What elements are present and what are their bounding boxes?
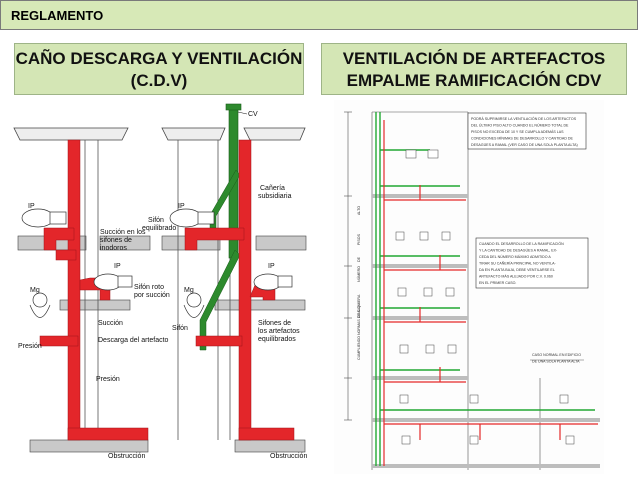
- vertical-label-0: ALTO: [357, 206, 361, 215]
- red-discharge-lines: [383, 120, 598, 466]
- vertical-label-4: CUALQUIERA: [357, 294, 361, 318]
- vent-cap: [225, 103, 242, 111]
- discharge-pipes-left: [39, 139, 149, 441]
- label-presion-1: Presión: [18, 343, 42, 350]
- label-sifon-roto-1: Sifón roto: [134, 284, 164, 291]
- label-sifon-eq-1: Sifón: [148, 217, 164, 224]
- note-mid: CUANDO EL DESARROLLO DE LA RAMIFICACIÓN Y…: [479, 241, 564, 285]
- label-obstruccion-1: Obstrucción: [108, 453, 145, 460]
- label-sifones-art-1: Sifones de: [258, 320, 291, 327]
- label-ip-2: IP: [114, 263, 121, 270]
- note-top-line-2: PISOS NO EXCEDA DE 10 Y SE CUMPLA ADEMÁS…: [471, 130, 564, 134]
- right-title-line1: VENTILACIÓN DE ARTEFACTOS: [342, 49, 606, 68]
- note-mid-line-1: Y LA CANTIDAD DE DESAGÜES A RAMAL, EX-: [479, 249, 558, 253]
- note-mid-line-3: TIRAR SU CAÑERÍA PRINCIPAL NO VENTILA-: [479, 261, 556, 266]
- note-top-box: [467, 112, 587, 150]
- note-mid-line-4: DA EN PLANTA BAJA, DEBE VENTILARSE EL: [479, 268, 555, 272]
- label-mg-2: Mg: [184, 287, 194, 294]
- vertical-label-5: CUMPLIENDO NORMAS DE C.D.V.: [357, 302, 361, 360]
- note-bottom: CASO NORMAL EN EDIFICIO DE UNA SOLA PLANT…: [532, 353, 581, 364]
- label-sifon-eq-2: equilibrado: [142, 225, 176, 232]
- vertical-label-1: PISOS: [357, 233, 361, 245]
- label-sifon-roto-2: por succión: [134, 292, 170, 299]
- label-mg-1: Mg: [30, 287, 40, 294]
- right-panel-title: VENTILACIÓN DE ARTEFACTOS EMPALME RAMIFI…: [321, 43, 627, 95]
- label-cv: CV: [248, 111, 258, 118]
- slab-top-left-c: [243, 127, 306, 141]
- label-succion-1: Succión en los: [100, 229, 146, 236]
- note-top: PODRÁ SUPRIMIRSE LA VENTILACIÓN DE LOS A…: [471, 116, 578, 147]
- note-top-line-0: PODRÁ SUPRIMIRSE LA VENTILACIÓN DE LOS A…: [471, 116, 577, 121]
- left-panel-title: CAÑO DESCARGA Y VENTILACIÓN (C.D.V): [14, 43, 304, 95]
- toilet-fixtures: [21, 208, 293, 318]
- discharge-pipes-right: [184, 139, 295, 441]
- note-mid-line-0: CUANDO EL DESARROLLO DE LA RAMIFICACIÓN: [479, 241, 564, 246]
- note-mid-line-2: CEDA DEL NÚMERO MÁXIMO ADMITIDO A: [479, 254, 551, 259]
- label-caneria-2: subsidiaria: [258, 193, 292, 200]
- right-fixtures: [395, 149, 575, 445]
- header-bar: REGLAMENTO: [0, 0, 638, 30]
- note-top-line-1: DEL ÚLTIMO PISO ALTO CUANDO EL NÚMERO TO…: [471, 123, 569, 128]
- label-succion-2: sifones de: [100, 237, 132, 244]
- label-succion: Succión: [98, 320, 123, 327]
- vertical-label-3: NÚMERO: [356, 266, 361, 282]
- slab-top-left-a: [13, 127, 129, 141]
- label-obstruccion-2: Obstrucción: [270, 453, 307, 460]
- label-caneria-1: Cañería: [260, 185, 285, 192]
- vertical-label-2: DE: [357, 256, 361, 262]
- label-ip-4: IP: [268, 263, 275, 270]
- note-mid-box: [475, 237, 589, 289]
- label-succion-3: inodoros: [100, 245, 127, 252]
- note-mid-line-6: EN EL PRIMER CASO.: [479, 281, 516, 285]
- label-ip-3: IP: [178, 203, 185, 210]
- note-bottom-line-1: DE UNA SOLA PLANTA ALTA: [532, 360, 580, 364]
- label-sifones-art-2: los artefactos: [258, 328, 300, 335]
- slab-top-left-b: [161, 127, 226, 141]
- note-top-line-4: DESAGÜES A RAMAL (VER CASO DE UNA SOLA P…: [471, 143, 578, 147]
- left-title-line2: (C.D.V): [130, 71, 188, 90]
- note-mid-line-5: ARTEFACTO MÁS ALEJADO POR C.V. 0.060: [479, 275, 553, 279]
- label-presion-2: Presión: [96, 376, 120, 383]
- header-title: REGLAMENTO: [11, 8, 104, 23]
- label-sifones-art-3: equilibrados: [258, 336, 296, 343]
- right-title-line2: EMPALME RAMIFICACIÓN CDV: [346, 71, 602, 90]
- label-descarga: Descarga del artefacto: [98, 337, 169, 344]
- label-ip-1: IP: [28, 203, 35, 210]
- label-sifon: Sifón: [172, 325, 188, 332]
- dimension-line: [344, 111, 352, 421]
- left-title-line1: CAÑO DESCARGA Y VENTILACIÓN: [15, 49, 303, 68]
- note-top-line-3: CONDICIONES MÍNIMAS DE DESARROLLO Y CANT…: [471, 137, 574, 141]
- note-bottom-line-0: CASO NORMAL EN EDIFICIO: [532, 353, 581, 357]
